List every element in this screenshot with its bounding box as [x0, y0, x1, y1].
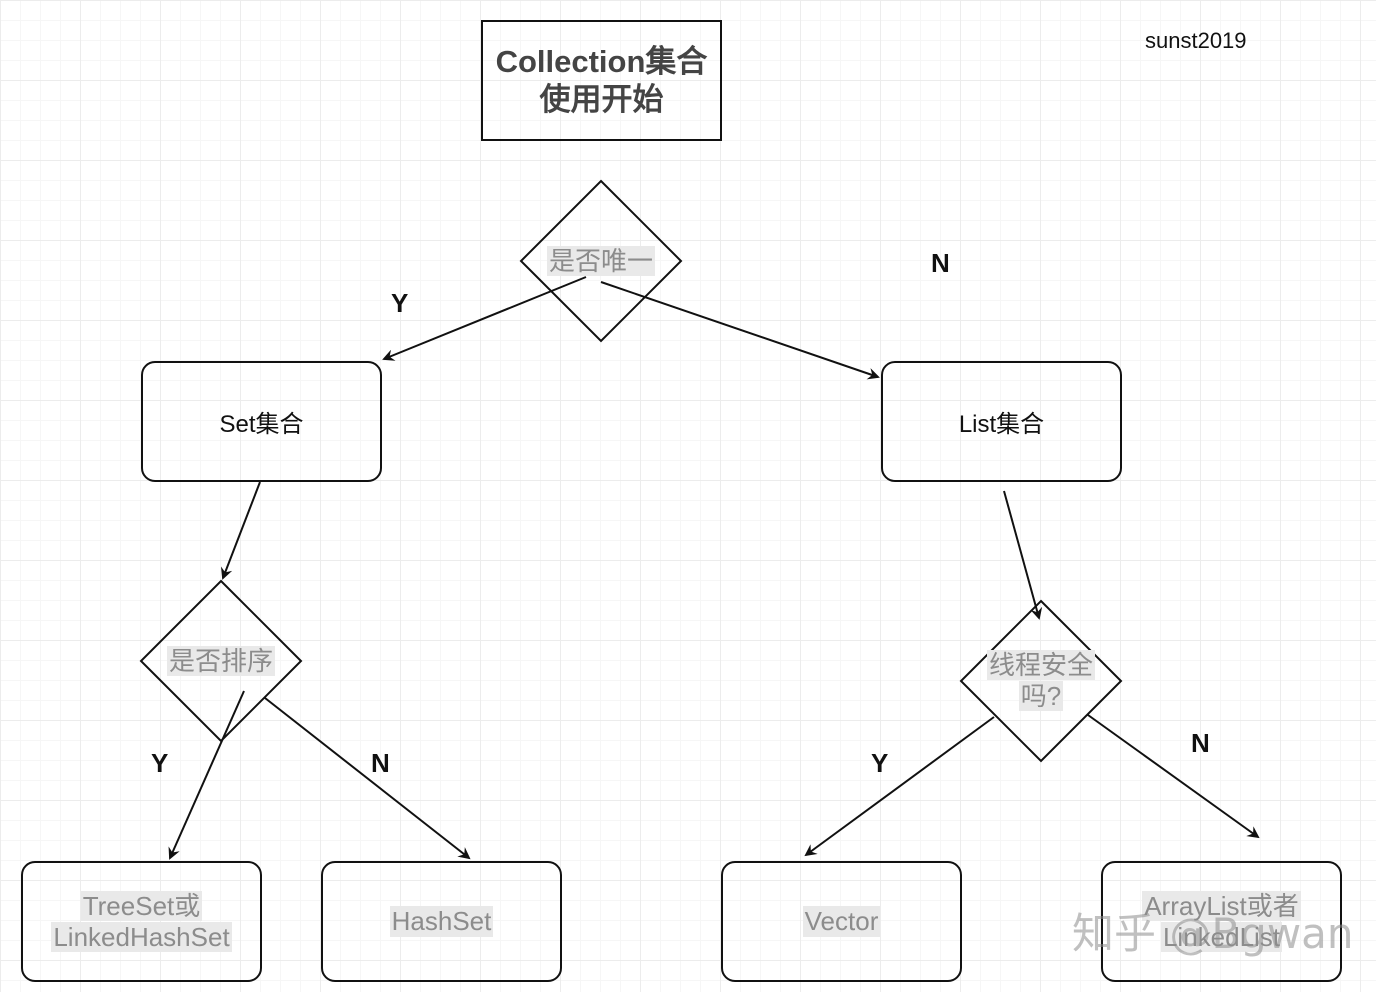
treeset-node: TreeSet或 LinkedHashSet	[21, 861, 262, 982]
set-node: Set集合	[141, 361, 382, 482]
edge-sort-to-hashset	[264, 697, 471, 860]
edge-unique-to-list	[600, 281, 880, 380]
arraylist-node: ArrayList或者 LinkedList	[1101, 861, 1342, 982]
start-title-line1: Collection集合	[495, 43, 708, 79]
list-node: List集合	[881, 361, 1122, 482]
edge-set-to-sort	[220, 481, 261, 580]
edge-list-to-thread	[1003, 490, 1043, 620]
set-label: Set集合	[219, 411, 304, 438]
sort-yes-label: Y	[151, 748, 169, 778]
start-node: Collection集合 使用开始	[481, 20, 722, 141]
watermark: 知乎 @Bgwan	[1072, 909, 1354, 958]
vector-node: Vector	[721, 861, 962, 982]
thread-no-label: N	[1191, 728, 1210, 758]
start-title-line2: 使用开始	[539, 81, 664, 117]
edge-thread-to-vector	[804, 716, 995, 857]
edge-thread-to-arraylist	[1087, 714, 1260, 839]
edge-sort-to-treeset	[168, 690, 245, 860]
unique-yes-label: Y	[391, 288, 409, 318]
sort-decision-label: 是否排序	[166, 646, 275, 676]
unique-decision-label: 是否唯一	[546, 246, 655, 276]
list-label: List集合	[958, 411, 1045, 438]
sort-no-label: N	[371, 748, 390, 778]
edge-unique-to-set	[382, 276, 587, 361]
thread-decision-label: 线程安全 吗?	[986, 650, 1095, 711]
author-label: sunst2019	[1145, 28, 1247, 53]
unique-no-label: N	[931, 248, 950, 278]
thread-yes-label: Y	[871, 748, 889, 778]
hashset-node: HashSet	[321, 861, 562, 982]
